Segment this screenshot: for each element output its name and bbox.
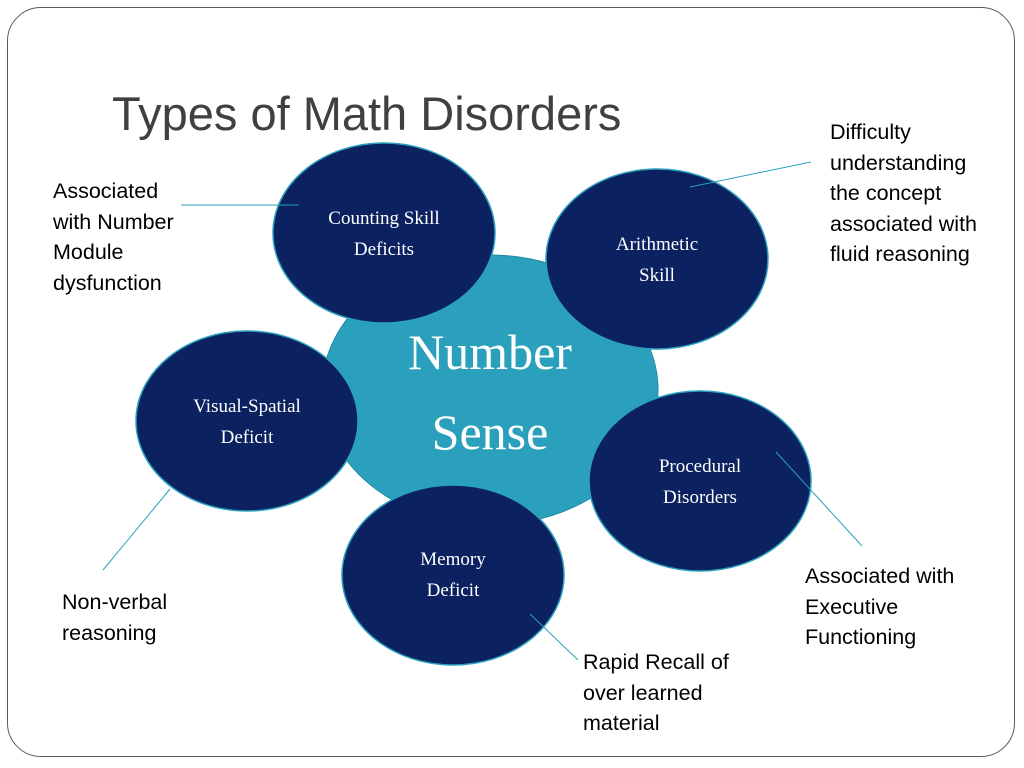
connector-memory: [529, 613, 579, 661]
node-label-memory: Memory Deficit: [420, 549, 486, 601]
annotation-procedural: Associated with Executive Functioning: [805, 564, 955, 649]
connector-procedural: [775, 451, 863, 547]
annotation-visual-spatial: Non-verbal reasoning: [62, 590, 168, 645]
center-label: Number Sense: [408, 324, 572, 460]
connector-arithmetic: [689, 161, 812, 188]
node-label-procedural: Procedural Disorders: [658, 456, 742, 508]
node-circle-counting: [272, 142, 496, 324]
node-circle-arithmetic: [545, 168, 769, 350]
node-label-arithmetic: Arithmetic Skill: [615, 234, 699, 286]
node-label-visual-spatial: Visual-Spatial Deficit: [193, 396, 301, 448]
node-circle-visual-spatial: [135, 330, 359, 512]
node-circle-memory: [341, 484, 565, 666]
connector-visual-spatial: [102, 488, 171, 571]
annotation-memory: Rapid Recall of over learned material: [583, 650, 729, 735]
node-circle-procedural: [588, 390, 812, 572]
node-label-counting: Counting Skill Deficits: [328, 208, 440, 260]
annotation-counting: Associated with Number Module dysfunctio…: [53, 179, 174, 295]
annotation-arithmetic: Difficulty understanding the concept ass…: [830, 120, 977, 266]
slide-title: Types of Math Disorders: [112, 87, 622, 140]
